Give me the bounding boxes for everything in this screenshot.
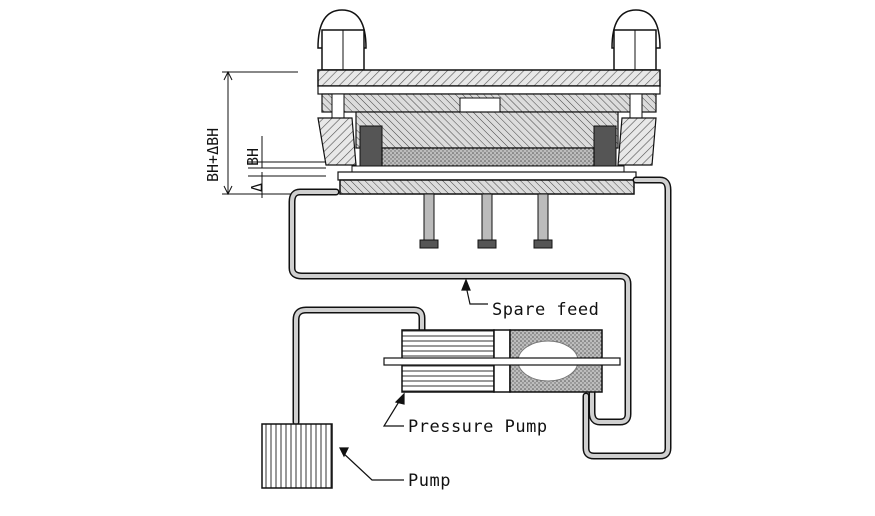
hydraulic-pipes [288, 176, 672, 460]
leader-lines [339, 278, 488, 481]
right-column [617, 93, 657, 166]
pump-unit [261, 423, 333, 489]
lower-platen [337, 171, 637, 195]
dim-label-delta: Δ [248, 183, 266, 192]
ejector-pins [419, 193, 553, 249]
dim-label-total: BH+ΔBH [204, 128, 222, 182]
left-column [317, 93, 357, 166]
mould-block [351, 111, 625, 173]
left-bolt-head [317, 9, 367, 71]
label-pressure-pump: Pressure Pump [408, 417, 548, 437]
label-spare-feed: Spare feed [492, 300, 599, 320]
label-pump: Pump [408, 471, 451, 491]
pressure-pump-cylinder [383, 329, 621, 393]
dim-label-bh: BH [244, 148, 262, 166]
right-bolt-head [611, 9, 661, 71]
